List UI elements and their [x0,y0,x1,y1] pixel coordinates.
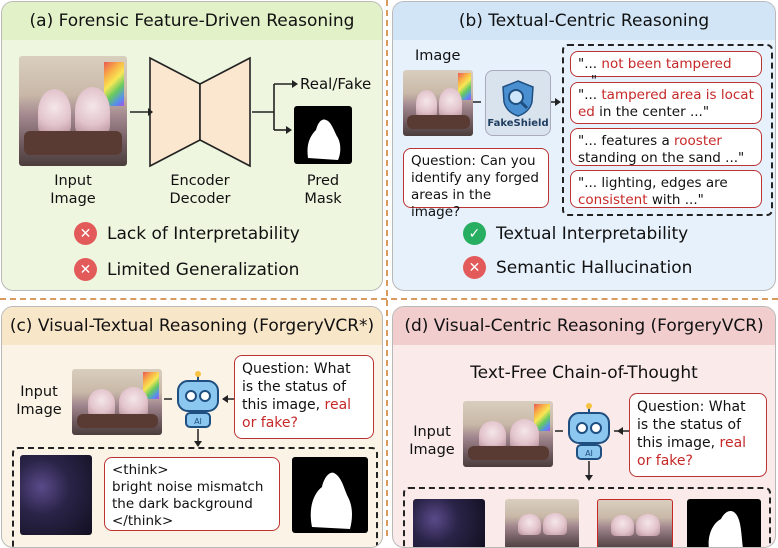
check-icon: ✓ [463,222,486,245]
encoder-decoder-diagram [130,56,298,168]
crop-image-1 [505,499,579,547]
horizontal-separator [0,298,778,300]
responses-group [562,44,773,216]
fakeshield-logo: FakeShield [485,70,551,136]
reasoning-group [403,487,771,547]
real-fake-output: Real/Fake [300,75,372,93]
panel-d-title: (d) Visual-Centric Reasoning (ForgeryVCR… [393,307,775,345]
panel-visual-textual: (c) Visual-Textual Reasoning (ForgeryVCR… [1,306,383,548]
panel-c-title: (c) Visual-Textual Reasoning (ForgeryVCR… [2,307,382,345]
input-image [19,56,127,166]
crop-image-2 [597,499,673,547]
input-image [72,369,162,435]
pred-mask-image [294,106,352,164]
robot-icon: AI [563,403,615,465]
svg-text:AI: AI [585,449,593,458]
panel-b-title: (b) Textual-Centric Reasoning [393,2,775,40]
response-2: "... tampered area is locat ed in the ce… [570,82,762,124]
question-box: Question: Can you identify any forged ar… [403,148,549,220]
robot-icon: AI [172,371,224,433]
input-image [463,401,553,467]
cross-icon: ✕ [463,256,486,279]
svg-text:AI: AI [194,417,202,426]
input-image [403,70,473,136]
encoder-shape [149,56,201,168]
panel-textual: (b) Textual-Centric Reasoning Image Fake… [392,1,776,291]
panel-a-title: (a) Forensic Feature-Driven Reasoning [2,2,382,40]
pro-interpretability: ✓ Textual Interpretability [463,222,688,245]
cross-icon: ✕ [74,222,97,245]
subtitle: Text-Free Chain-of-Thought [470,363,698,383]
vertical-separator [386,0,388,536]
decoder-shape [199,56,251,168]
response-3: "... features a rooster standing on the … [570,128,762,166]
con-interpretability: ✕ Lack of Interpretability [74,222,300,245]
con-generalization: ✕ Limited Generalization [74,258,299,281]
noise-map-image [20,455,92,535]
cross-icon: ✕ [74,258,97,281]
con-hallucination: ✕ Semantic Hallucination [463,256,692,279]
question-box: Question: What is the status of this ima… [234,355,374,439]
response-4: "... lighting, edges are consistent with… [570,170,762,208]
response-1: "... not been tampered ..." [570,51,762,89]
panel-forensic: (a) Forensic Feature-Driven Reasoning In… [1,1,383,291]
noise-map-image [413,499,485,547]
pred-mask-image [292,457,368,533]
question-box: Question: What is the status of this ima… [629,393,767,477]
shield-magnifier-icon [502,79,534,117]
think-box: <think> bright noise mismatch the dark b… [104,457,280,531]
image-label: Image [415,48,461,64]
panel-visual-centric: (d) Visual-Centric Reasoning (ForgeryVCR… [392,306,776,548]
pred-mask-image [687,499,761,547]
reasoning-group [12,447,378,547]
